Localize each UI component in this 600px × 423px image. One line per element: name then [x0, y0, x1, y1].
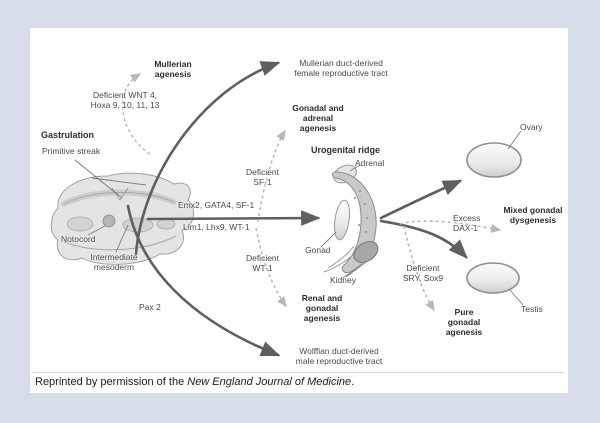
arrow-to-urogenital-ridge — [146, 210, 321, 226]
label-deficient-sry-sox9: Deficient SRY, Sox9 — [402, 263, 444, 284]
arrow-to-mullerian-duct — [134, 61, 281, 256]
pathway-illustration — [50, 61, 524, 357]
label-deficient-wt1: Deficient WT-1 — [245, 253, 280, 274]
arrow-to-wolffian-duct — [126, 204, 281, 357]
label-gastrulation: Gastrulation — [41, 130, 95, 140]
label-gonad: Gonad — [305, 245, 331, 255]
label-kidney: Kidney — [330, 275, 356, 285]
kidney-shape — [353, 241, 379, 263]
label-intermediate-mesoderm: Intermediate mesoderm — [90, 252, 138, 273]
gonad-shape — [334, 199, 350, 241]
caption-divider — [33, 372, 564, 373]
label-adrenal: Adrenal — [355, 158, 385, 168]
label-notocord: Notocord — [61, 234, 96, 244]
notocord-shape — [102, 214, 116, 228]
label-ovary: Ovary — [520, 122, 543, 132]
label-excess-dax1: Excess DAX-1 — [453, 213, 481, 234]
label-renal-gonadal-agenesis: Renal and gonadal agenesis — [301, 293, 343, 324]
label-mixed-gonadal-dysgenesis: Mixed gonadal dysgenesis — [503, 205, 563, 226]
label-lim1-lhx9-wt1: Lim1, Lhx9, WT-1 — [183, 222, 250, 232]
label-deficient-wnt4-hoxa: Deficient WNT 4, Hoxa 9, 10, 11, 13 — [90, 90, 160, 111]
ovary-shape — [466, 142, 522, 178]
solid-arrows — [126, 61, 468, 357]
dashed-arrows — [121, 73, 502, 312]
label-gonadal-adrenal-agenesis: Gonadal and adrenal agenesis — [292, 103, 344, 134]
figure-panel: Mullerian agenesis Deficient WNT 4, Hoxa… — [30, 28, 568, 393]
label-mullerian-agenesis: Mullerian agenesis — [154, 59, 192, 80]
label-pure-gonadal-agenesis: Pure gonadal agenesis — [445, 307, 483, 338]
arrow-mullerian-agenesis — [121, 73, 151, 155]
label-mullerian-duct-derived: Mullerian duct-derived female reproducti… — [294, 58, 388, 79]
arrow-to-ovary — [379, 179, 463, 220]
label-pax2: Pax 2 — [139, 302, 161, 312]
arrow-to-testis — [379, 219, 468, 259]
arrow-pure-gonadal-agenesis — [403, 225, 435, 312]
embryo-cross-section-illustration — [50, 172, 195, 265]
testis-shape — [466, 262, 520, 294]
label-wolffian-duct-derived: Wolffian duct-derived male reproductive … — [295, 346, 383, 367]
pointer-lines — [74, 130, 524, 306]
label-urogenital-ridge: Urogenital ridge — [311, 145, 381, 155]
label-deficient-sf1: Deficient SF-1 — [245, 167, 280, 188]
label-emx2-gata4-sf1: Emx2, GATA4, SF-1 — [178, 200, 255, 210]
label-testis: Testis — [521, 304, 543, 314]
label-primitive-streak: Primitive streak — [42, 146, 101, 156]
urogenital-ridge-illustration — [323, 164, 379, 273]
caption-journal-name: New England Journal of Medicine — [187, 376, 352, 388]
figure-caption: Reprinted by permission of the New Engla… — [35, 376, 563, 388]
arrow-mixed-gonadal-dysgenesis — [399, 220, 502, 233]
caption-suffix: . — [351, 376, 355, 388]
caption-prefix: Reprinted by permission of the — [35, 376, 188, 388]
